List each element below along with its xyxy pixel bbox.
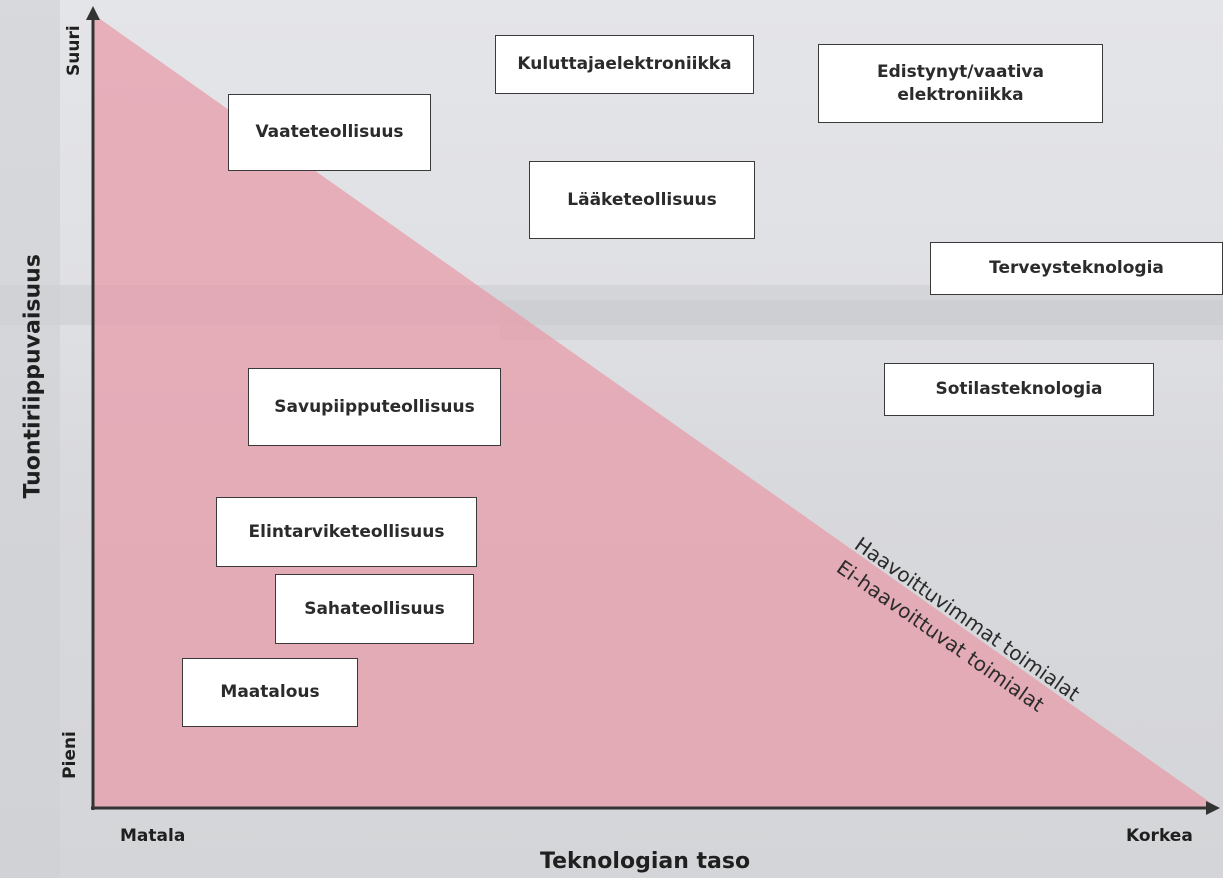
industry-box-terveysteknologia: Terveysteknologia — [930, 242, 1223, 295]
industry-box-elintarviketeollisuus: Elintarviketeollisuus — [216, 497, 477, 567]
y-tick-low: Pieni — [60, 731, 80, 779]
industry-box-edistynyt-elektroniikka: Edistynyt/vaativa elektroniikka — [818, 44, 1103, 123]
y-axis-title: Tuontiriippuvaisuus — [20, 254, 46, 499]
industry-box-maatalous: Maatalous — [182, 658, 358, 727]
industry-box-laaketeollisuus: Lääketeollisuus — [529, 161, 755, 239]
y-tick-high: Suuri — [64, 25, 84, 76]
industry-box-kuluttajaelektroniikka: Kuluttajaelektroniikka — [495, 35, 754, 94]
x-axis-arrowhead — [1206, 801, 1220, 815]
industry-box-sahateollisuus: Sahateollisuus — [275, 574, 474, 644]
industry-box-savupiipputeollisuus: Savupiipputeollisuus — [248, 368, 501, 446]
x-tick-low: Matala — [120, 826, 186, 846]
industry-box-sotilasteknologia: Sotilasteknologia — [884, 363, 1154, 416]
industry-box-vaateteollisuus: Vaateteollisuus — [228, 94, 431, 171]
y-axis-arrowhead — [86, 6, 100, 20]
x-tick-high: Korkea — [1126, 826, 1193, 846]
x-axis-title: Teknologian taso — [540, 849, 751, 874]
